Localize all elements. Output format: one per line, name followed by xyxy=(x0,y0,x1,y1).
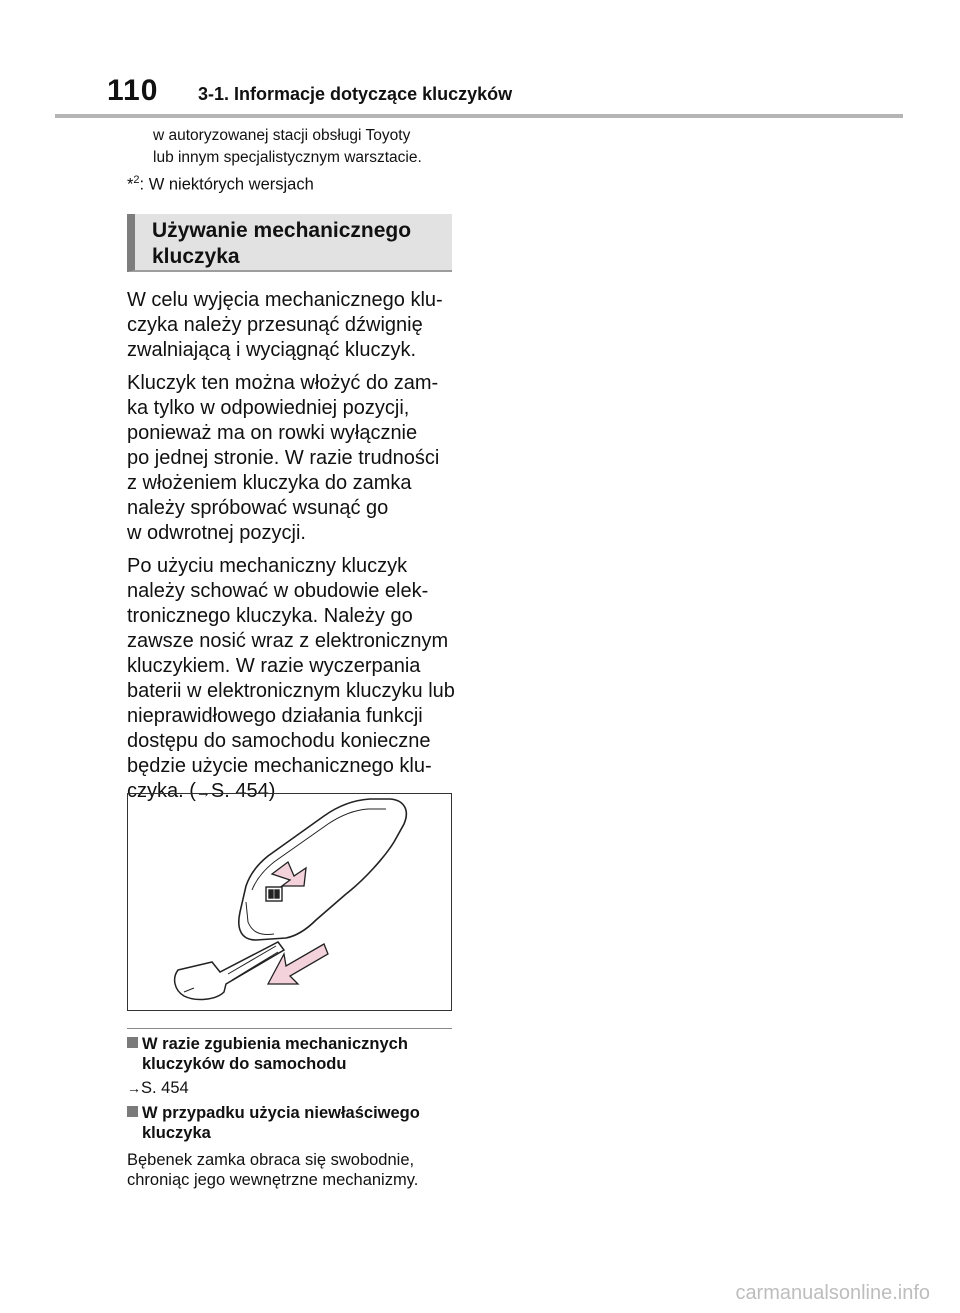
ref-prefix: czyka. ( xyxy=(127,780,196,802)
continuation-text: w autoryzowanej stacji obsługi Toyoty lu… xyxy=(153,125,463,169)
body-line: po jednej stronie. W razie trudności xyxy=(127,447,440,469)
paragraph-3: Po użyciu mechaniczny kluczyk należy sch… xyxy=(127,554,457,805)
slide-arrow-icon xyxy=(270,860,307,887)
mechanical-key xyxy=(173,941,286,1001)
release-lever-icon xyxy=(265,886,283,902)
subsection-lost-keys-title: W razie zgubienia mechanicznych kluczykó… xyxy=(127,1034,452,1074)
arrow-icon: → xyxy=(195,784,211,801)
subsection-wrong-key-title: W przypadku użycia niewłaściwego kluczyk… xyxy=(127,1103,452,1143)
subsection-wrong-key-desc: Bębenek zamka obraca się swobodnie, chro… xyxy=(127,1150,457,1190)
heading-line-2: kluczyka xyxy=(152,245,240,268)
subsection-title-line-2: kluczyków do samochodu xyxy=(142,1055,347,1073)
section-heading-box: Używanie mechanicznego kluczyka xyxy=(127,214,452,272)
body-line: czyka należy przesunąć dźwignię xyxy=(127,314,423,336)
square-bullet-icon xyxy=(127,1106,138,1117)
paragraph-1: W celu wyjęcia mechanicznego klu- czyka … xyxy=(127,288,457,363)
paragraph-2: Kluczyk ten można włożyć do zam- ka tylk… xyxy=(127,371,457,546)
body-line: kluczykiem. W razie wyczerpania xyxy=(127,655,421,677)
body-line: w odwrotnej pozycji. xyxy=(127,522,306,544)
electronic-key-body xyxy=(238,798,408,941)
page-reference-link[interactable]: S. 454 xyxy=(141,1079,189,1097)
body-line: baterii w elektronicznym kluczyku lub xyxy=(127,680,455,702)
footnote: *2: W niektórych wersjach xyxy=(127,174,314,195)
body-line: będzie użycie mechanicznego klu- xyxy=(127,755,432,777)
body-line: ka tylko w odpowiedniej pozycji, xyxy=(127,397,410,419)
body-line: należy schować w obudowie elek- xyxy=(127,580,429,602)
key-illustration xyxy=(127,793,452,1011)
body-line: Po użyciu mechaniczny kluczyk xyxy=(127,555,408,577)
square-bullet-icon xyxy=(127,1037,138,1048)
desc-line-2: chroniąc jego wewnętrzne mechanizmy. xyxy=(127,1171,419,1189)
subsection-title-text: W przypadku użycia niewłaściwego xyxy=(142,1104,420,1122)
body-line: tronicznego kluczyka. Należy go xyxy=(127,605,413,627)
arrow-icon: → xyxy=(127,1080,141,1096)
pull-arrow-icon xyxy=(266,943,329,985)
body-line: zawsze nosić wraz z elektronicznym xyxy=(127,630,449,652)
subsection-lost-keys-ref: →S. 454 xyxy=(127,1079,189,1098)
body-line: W celu wyjęcia mechanicznego klu- xyxy=(127,289,443,311)
subsection-title-line: W przypadku użycia niewłaściwego xyxy=(127,1103,452,1123)
subsection-title-text: W razie zgubienia mechanicznych xyxy=(142,1035,408,1053)
body-line: dostępu do samochodu konieczne xyxy=(127,730,431,752)
section-title: 3-1. Informacje dotyczące kluczyków xyxy=(198,84,513,104)
footnote-number: 2 xyxy=(133,174,140,186)
subsection-title-line: W razie zgubienia mechanicznych xyxy=(127,1034,452,1054)
subsection-title-line-2: kluczyka xyxy=(142,1124,211,1142)
electronic-key-illustration xyxy=(173,798,408,1001)
footnote-text: : W niektórych wersjach xyxy=(139,175,314,194)
desc-line-1: Bębenek zamka obraca się swobodnie, xyxy=(127,1151,415,1169)
body-line: Kluczyk ten można włożyć do zam- xyxy=(127,372,439,394)
continuation-line-2: lub innym specjalistycznym warsztacie. xyxy=(153,149,422,166)
subsection-divider xyxy=(127,1028,452,1029)
body-line: zwalniającą i wyciągnąć kluczyk. xyxy=(127,339,417,361)
body-line: nieprawidłowego działania funkcji xyxy=(127,705,423,727)
section-body: W celu wyjęcia mechanicznego klu- czyka … xyxy=(127,288,457,813)
header-divider xyxy=(55,114,903,118)
page-number: 110 xyxy=(107,74,159,107)
heading-line-1: Używanie mechanicznego xyxy=(152,219,412,242)
watermark: carmanualsonline.info xyxy=(735,1282,930,1304)
page-reference-link[interactable]: S. 454) xyxy=(210,780,276,802)
continuation-line-1: w autoryzowanej stacji obsługi Toyoty xyxy=(153,127,411,144)
body-line: należy spróbować wsunąć go xyxy=(127,497,389,519)
footnote-marker: * xyxy=(127,175,134,194)
body-line-last: czyka. (→S. 454) xyxy=(127,779,457,805)
section-heading: Używanie mechanicznego kluczyka xyxy=(152,218,452,270)
body-line: z włożeniem kluczyka do zamka xyxy=(127,472,412,494)
body-line: ponieważ ma on rowki wyłącznie xyxy=(127,422,418,444)
